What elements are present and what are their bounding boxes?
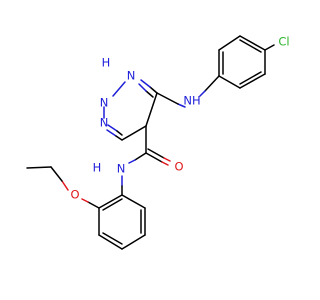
ethoxyphenyl-ring [98,194,146,250]
molecule-structure: Cl NH N H N N [26,35,290,250]
triazole-n-atom-b: N [100,116,109,130]
chlorophenyl-ring [218,35,275,89]
ether-oxygen-atom: O [70,188,79,202]
amide-group [121,125,171,196]
amide-n-atom: N [117,162,126,176]
triazole-n-atom-a: N [100,96,109,110]
triazole-ring [103,79,158,141]
amide-h-atom: H [93,161,102,175]
triazole-h-atom: H [102,56,111,70]
ethoxy-group [26,166,100,209]
triazole-n-h-atom: N [127,69,136,83]
amine-linker-bonds [156,75,220,108]
chlorine-atom: Cl [278,35,289,49]
carbonyl-oxygen-atom: O [174,160,183,174]
amine-nh-atom: NH [183,94,200,108]
